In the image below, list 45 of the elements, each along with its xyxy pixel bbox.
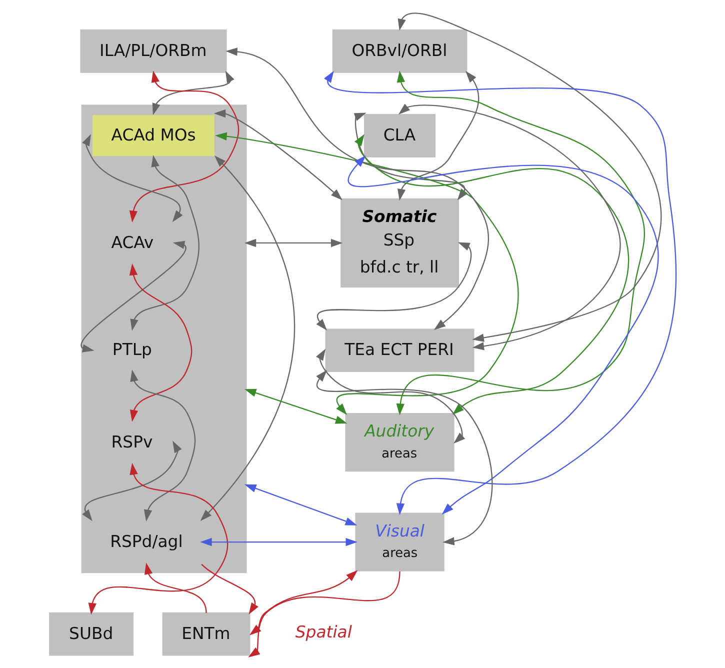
arrow bbox=[244, 484, 357, 526]
arrow bbox=[88, 462, 228, 615]
arrow bbox=[316, 348, 465, 444]
arrow bbox=[316, 242, 472, 331]
arrow bbox=[130, 370, 196, 522]
arrow bbox=[397, 12, 661, 342]
arrow bbox=[80, 240, 186, 352]
arrow bbox=[200, 564, 258, 614]
arrow bbox=[398, 104, 620, 350]
arrow bbox=[200, 156, 294, 522]
node-box: Visual areas bbox=[354, 512, 444, 572]
arrow bbox=[324, 70, 676, 516]
arrow bbox=[248, 571, 400, 658]
arrow bbox=[200, 538, 357, 546]
node-box: SUBd bbox=[48, 612, 134, 656]
node-text: PTLp bbox=[112, 340, 152, 360]
node-box: ACAd MOs bbox=[90, 114, 216, 158]
node-box: CLA bbox=[364, 114, 436, 158]
arrow bbox=[144, 562, 206, 614]
arrow bbox=[214, 132, 518, 415]
arrow bbox=[128, 263, 192, 422]
arrow bbox=[348, 155, 658, 515]
node-text: RSPv bbox=[110, 432, 152, 452]
arrow bbox=[244, 238, 342, 248]
node-box: ILA/PL/ORBm bbox=[80, 30, 226, 73]
node-box: ENTm bbox=[162, 612, 250, 656]
arrow bbox=[82, 134, 182, 222]
arrow bbox=[152, 70, 234, 116]
node-text: RSPd/agl bbox=[110, 532, 182, 551]
arrow bbox=[396, 70, 644, 416]
node-text: ACAv bbox=[110, 232, 154, 252]
arrow bbox=[354, 134, 629, 415]
node-box: ORBvl/ORBl bbox=[332, 30, 467, 73]
node-box: Auditory areas bbox=[344, 413, 454, 472]
arrow bbox=[225, 48, 488, 330]
arrow bbox=[248, 570, 358, 636]
arrow bbox=[128, 70, 239, 222]
label: Spatial bbox=[294, 622, 352, 642]
node-box: TEa ECT PERI bbox=[324, 328, 474, 372]
arrow bbox=[244, 388, 347, 424]
arrow bbox=[316, 370, 492, 546]
node-box: Somatic SSp bfd.c tr, ll bbox=[340, 198, 458, 288]
arrow bbox=[130, 155, 199, 331]
arrow bbox=[82, 440, 182, 522]
arrow bbox=[213, 109, 342, 200]
